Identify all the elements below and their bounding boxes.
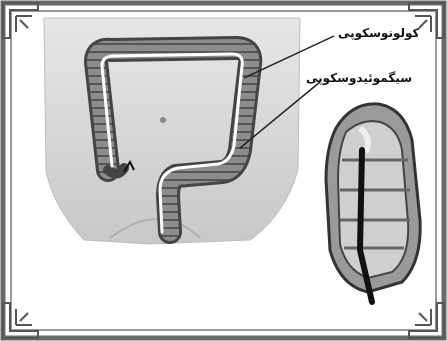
appendix	[108, 168, 124, 174]
sigmoid-inset	[326, 104, 420, 302]
label-sigmoidoscopy: سیگموئیدوسکوپی	[306, 71, 412, 85]
corner-ornament-bl	[3, 303, 38, 338]
corner-ornament-tl	[3, 3, 38, 38]
label-colonoscopy: کولونوسکوپی	[338, 26, 420, 40]
navel	[160, 117, 166, 123]
corner-ornament-br	[409, 303, 444, 338]
